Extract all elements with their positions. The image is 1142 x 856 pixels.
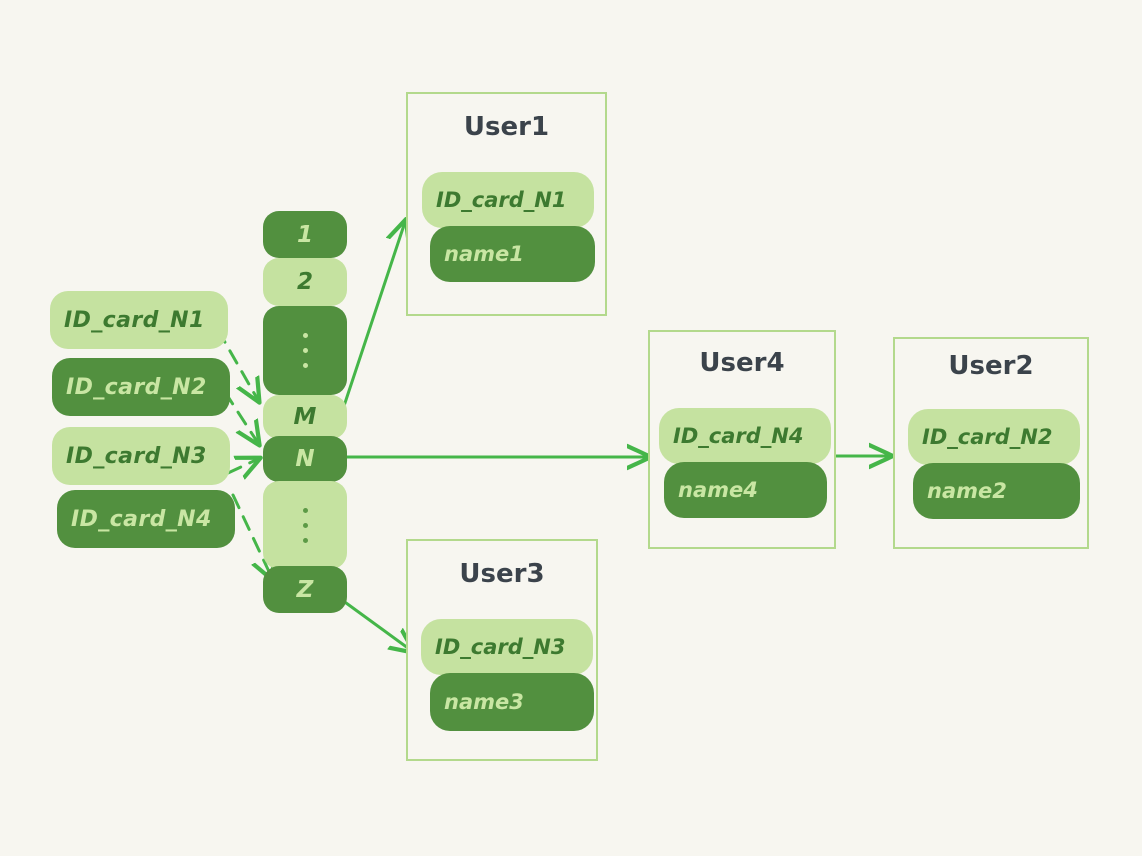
user-name-label: name3 bbox=[444, 690, 524, 714]
user-id-card-pill: ID_card_N4 bbox=[659, 408, 831, 464]
edge-idcard2-to-bucketN bbox=[223, 390, 258, 443]
user-id-card-pill: ID_card_N2 bbox=[908, 409, 1080, 465]
user-id-card-label: ID_card_N1 bbox=[436, 188, 567, 212]
user-title: User3 bbox=[459, 559, 545, 589]
id-card-pill-4[interactable]: ID_card_N4 bbox=[57, 490, 235, 548]
id-card-pill-1[interactable]: ID_card_N1 bbox=[50, 291, 228, 349]
edge-idcard3-to-bucketN bbox=[226, 459, 258, 473]
id-card-pill-3[interactable]: ID_card_N3 bbox=[52, 427, 230, 485]
user-id-card-label: ID_card_N2 bbox=[922, 425, 1053, 449]
vertical-ellipsis-icon bbox=[302, 507, 308, 543]
id-card-label: ID_card_N4 bbox=[71, 506, 212, 532]
bucket-N[interactable]: N bbox=[263, 436, 347, 482]
id-card-label: ID_card_N1 bbox=[64, 307, 205, 333]
user-card-user2[interactable]: User2 ID_card_N2 name2 bbox=[893, 337, 1089, 549]
user-name-pill: name3 bbox=[430, 673, 594, 731]
user-name-pill: name4 bbox=[664, 462, 827, 518]
user-card-user4[interactable]: User4 ID_card_N4 name4 bbox=[648, 330, 836, 549]
user-id-card-label: ID_card_N4 bbox=[673, 424, 804, 448]
user-title: User4 bbox=[699, 348, 785, 378]
user-title: User1 bbox=[463, 112, 550, 142]
id-card-label: ID_card_N3 bbox=[66, 443, 207, 469]
bucket-M[interactable]: M bbox=[263, 395, 347, 439]
user-title: User2 bbox=[948, 351, 1034, 381]
bucket-ellipsis-lower bbox=[263, 481, 347, 569]
id-card-label: ID_card_N2 bbox=[66, 374, 207, 400]
bucket-label: 1 bbox=[296, 221, 313, 248]
user-name-label: name1 bbox=[444, 242, 524, 266]
bucket-ellipsis-upper bbox=[263, 306, 347, 395]
user-card-user1[interactable]: User1 ID_card_N1 name1 bbox=[406, 92, 607, 316]
user-card-user3[interactable]: User3 ID_card_N3 name3 bbox=[406, 539, 598, 761]
bucket-Z[interactable]: Z bbox=[263, 566, 347, 613]
vertical-ellipsis-icon bbox=[302, 333, 308, 368]
user-name-pill: name1 bbox=[430, 226, 595, 282]
id-card-pill-2[interactable]: ID_card_N2 bbox=[52, 358, 230, 416]
edge-bucketM-to-user1 bbox=[338, 222, 405, 420]
edge-bucketZ-to-user3 bbox=[340, 598, 412, 651]
user-name-pill: name2 bbox=[913, 463, 1080, 519]
user-id-card-pill: ID_card_N1 bbox=[422, 172, 594, 228]
user-id-card-pill: ID_card_N3 bbox=[421, 619, 593, 675]
user-name-label: name2 bbox=[927, 479, 1007, 503]
bucket-1[interactable]: 1 bbox=[263, 211, 347, 258]
bucket-2[interactable]: 2 bbox=[263, 258, 347, 306]
bucket-label: 2 bbox=[296, 269, 313, 295]
bucket-label: Z bbox=[296, 576, 314, 603]
user-id-card-label: ID_card_N3 bbox=[435, 635, 566, 659]
user-name-label: name4 bbox=[678, 478, 758, 502]
bucket-label: M bbox=[293, 404, 317, 430]
bucket-label: N bbox=[295, 446, 315, 472]
